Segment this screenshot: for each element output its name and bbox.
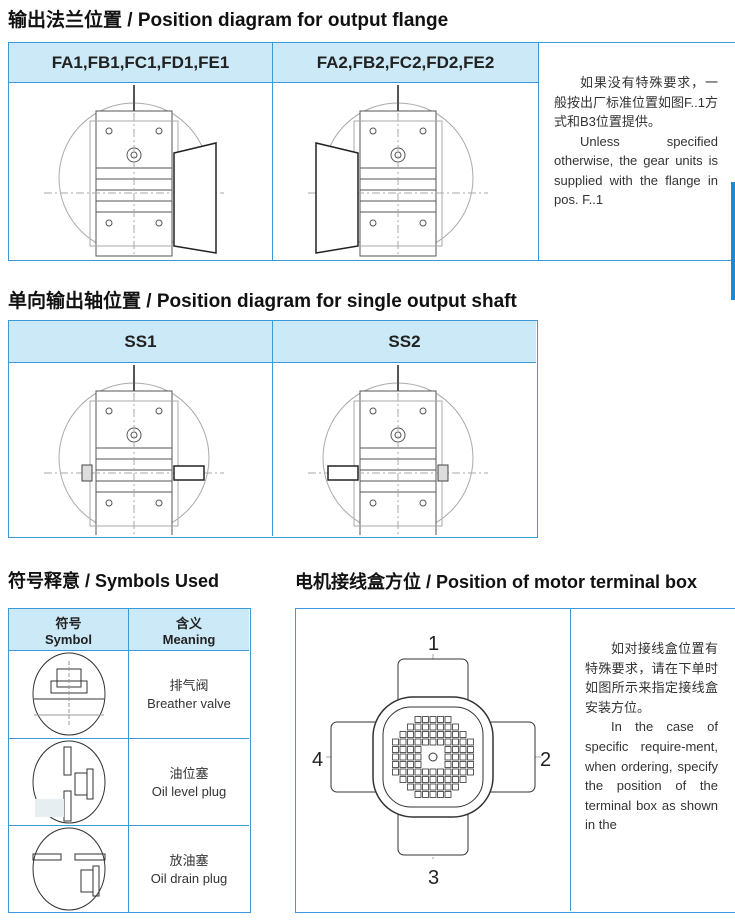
terminal-box-table: 1 2 3 4 如对接线盒位置有特殊要求，请在下单时如图所示来指定接线盒安装方位… [295, 608, 735, 913]
flange-pos2-cell [273, 83, 539, 260]
oil-drain-plug-icon [32, 827, 106, 911]
meaning-cn: 油位塞 [169, 766, 209, 781]
flange-note-en: Unless specified otherwise, the gear uni… [554, 133, 718, 208]
flange-col1-header: FA1,FB1,FC1,FD1,FE1 [9, 43, 273, 83]
meaning-en: Breather valve [147, 696, 231, 711]
page-edge-marker [731, 182, 735, 300]
breather-valve-icon [32, 652, 106, 736]
gearbox-shaft-right-drawing [44, 365, 224, 535]
meaning-cell: 油位塞 Oil level plug [129, 739, 249, 826]
position-3-label: 3 [428, 867, 440, 889]
flange-pos1-cell [9, 83, 273, 260]
shaft-table: SS1 SS2 [8, 320, 538, 538]
terminal-box-section-title: 电机接线盒方位 / Position of motor terminal box [295, 572, 698, 592]
terminal-box-drawing-cell: 1 2 3 4 [296, 609, 571, 911]
position-2-label: 2 [540, 749, 552, 771]
terminal-box-note: 如对接线盒位置有特殊要求，请在下单时如图所示来指定接线盒安装方位。 In the… [585, 639, 718, 835]
terminal-box-note-cn: 如对接线盒位置有特殊要求，请在下单时如图所示来指定接线盒安装方位。 [585, 641, 718, 715]
terminal-box-note-en: In the case of specific require-ment, wh… [585, 719, 718, 833]
flange-section-title: 输出法兰位置 / Position diagram for output fla… [8, 10, 449, 31]
symbol-header-en: Symbol [45, 631, 92, 647]
symbol-header-cn: 符号 [55, 615, 82, 631]
flange-table: FA1,FB1,FC1,FD1,FE1 FA2,FB2,FC2,FD2,FE2 … [8, 42, 735, 261]
shaft-col2-header: SS2 [273, 321, 536, 363]
meaning-cn: 排气阀 [169, 678, 209, 693]
symbol-cell [9, 651, 129, 739]
shaft-col1-header: SS1 [9, 321, 273, 363]
position-4-label: 4 [312, 749, 324, 771]
motor-terminal-box-drawing [326, 654, 541, 859]
meaning-cell: 放油塞 Oil drain plug [129, 826, 249, 912]
symbols-section-title: 符号释意 / Symbols Used [8, 571, 220, 591]
shaft-ss2-cell [273, 363, 536, 536]
meaning-en: Oil drain plug [150, 871, 228, 886]
gearbox-flange-right-drawing [44, 85, 224, 257]
symbol-cell [9, 739, 129, 826]
shaft-ss1-cell [9, 363, 273, 536]
meaning-header-en: Meaning [162, 631, 216, 647]
gearbox-shaft-left-drawing [308, 365, 488, 535]
meaning-en: Oil level plug [151, 784, 227, 799]
flange-note: 如果没有特殊要求，一般按出厂标准位置如图F..1方式和B3位置提供。 Unles… [554, 73, 718, 210]
meaning-header-cn: 含义 [175, 615, 202, 631]
flange-col2-header: FA2,FB2,FC2,FD2,FE2 [273, 43, 539, 83]
symbol-cell [9, 826, 129, 912]
gearbox-flange-left-drawing [308, 85, 488, 257]
shaft-section-title: 单向输出轴位置 / Position diagram for single ou… [8, 291, 517, 312]
position-1-label: 1 [428, 633, 440, 655]
oil-level-plug-icon [32, 740, 106, 824]
meaning-cn: 放油塞 [169, 853, 209, 868]
flange-note-cn: 如果没有特殊要求，一般按出厂标准位置如图F..1方式和B3位置提供。 [554, 75, 718, 129]
meaning-cell: 排气阀 Breather valve [129, 651, 249, 739]
